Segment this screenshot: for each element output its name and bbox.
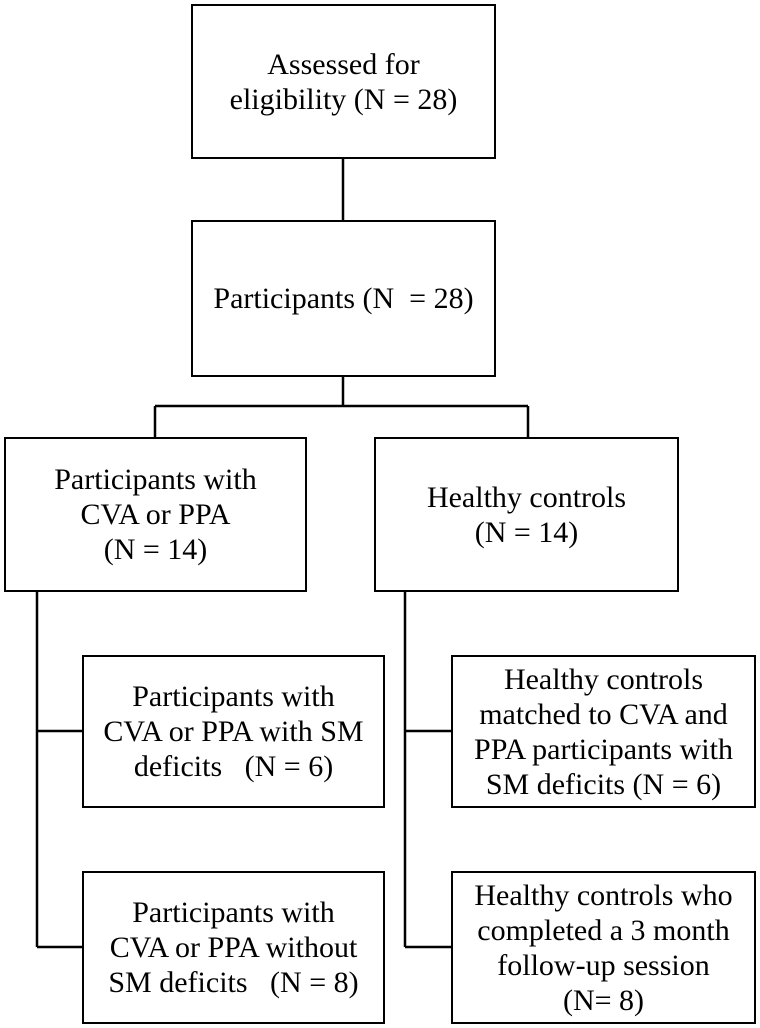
controls-matched-line-2: matched to CVA and — [479, 697, 728, 731]
controls-box: Healthy controls (N = 14) — [374, 437, 679, 592]
assessed-box: Assessed for eligibility (N = 28) — [191, 4, 496, 159]
participants-line-1: Participants (N = 28) — [213, 282, 474, 315]
patients-sm-line-1: Participants with — [132, 680, 335, 713]
patients-line-2: CVA or PPA — [80, 498, 231, 531]
patients-sm-line-2: CVA or PPA with SM — [103, 715, 364, 748]
patients-box: Participants with CVA or PPA (N = 14) — [4, 437, 307, 592]
controls-followup-line-1: Healthy controls who — [474, 878, 733, 912]
controls-followup-line-2: completed a 3 month — [477, 913, 730, 947]
controls-matched-line-3: PPA participants with — [474, 732, 733, 766]
controls-followup-line-3: follow-up session — [497, 948, 710, 982]
patients-no-sm-line-3: SM deficits (N = 8) — [108, 966, 359, 999]
assessed-line-2: eligibility (N = 28) — [229, 82, 458, 116]
patients-line-3: (N = 14) — [103, 533, 208, 566]
patients-sm-box: Participants with CVA or PPA with SM def… — [82, 655, 385, 808]
patients-sm-line-3: deficits (N = 6) — [133, 750, 334, 783]
patients-line-1: Participants with — [54, 463, 257, 496]
controls-matched-line-1: Healthy controls — [503, 662, 704, 696]
patients-no-sm-line-2: CVA or PPA without — [109, 931, 358, 964]
controls-followup-box: Healthy controls who completed a 3 month… — [451, 871, 756, 1024]
controls-matched-box: Healthy controls matched to CVA and PPA … — [451, 655, 756, 808]
controls-line-2: (N = 14) — [474, 515, 579, 549]
controls-line-1: Healthy controls — [426, 480, 627, 514]
patients-no-sm-line-1: Participants with — [132, 896, 335, 929]
participants-box: Participants (N = 28) — [191, 220, 496, 377]
assessed-line-1: Assessed for — [267, 47, 420, 81]
controls-followup-line-4: (N= 8) — [562, 983, 645, 1017]
patients-no-sm-box: Participants with CVA or PPA without SM … — [82, 871, 385, 1024]
controls-matched-line-4: SM deficits (N = 6) — [485, 767, 722, 801]
